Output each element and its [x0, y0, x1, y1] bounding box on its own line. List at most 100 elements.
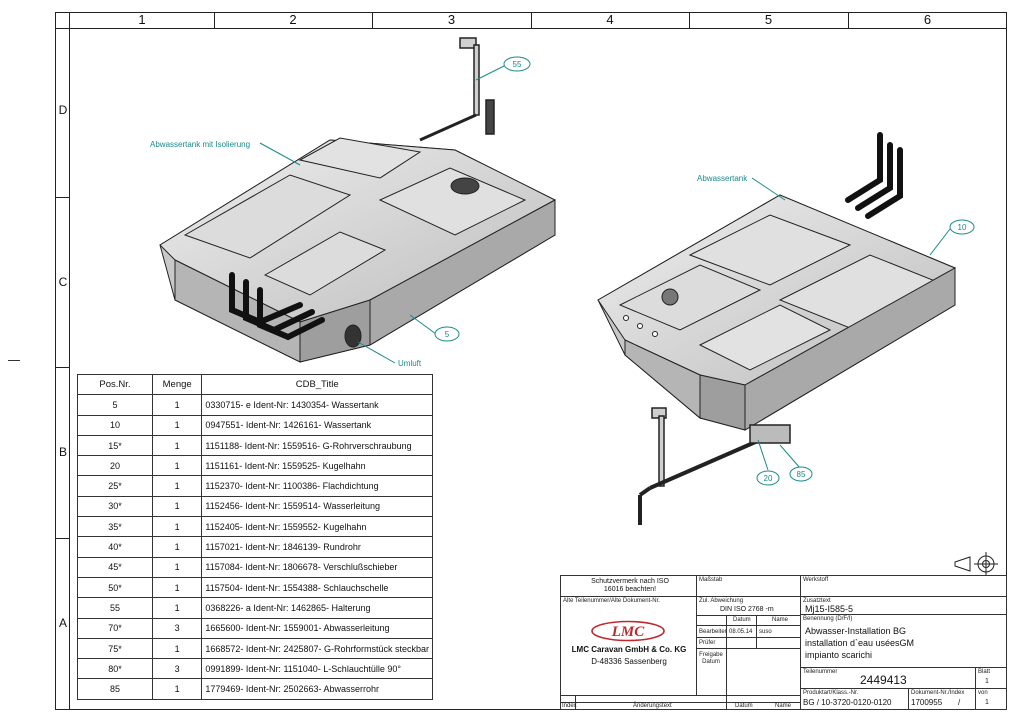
zone-col-4: 4 — [606, 12, 614, 27]
freigabe-label: Freigabe Datum — [699, 652, 723, 665]
pos-cell: 25* — [77, 475, 153, 497]
bubble-85: 85 — [797, 470, 806, 479]
qty-cell: 1 — [151, 455, 203, 477]
zone-divider — [214, 12, 215, 28]
zone-col-6: 6 — [923, 12, 932, 27]
title-cell: 1152456- Ident-Nr: 1559514- Wasserleitun… — [201, 495, 433, 518]
teilenummer-label: Teilenummer — [803, 669, 838, 675]
zone-row-B: B — [58, 445, 67, 459]
pos-cell: 50* — [77, 576, 153, 599]
zone-row-C: C — [58, 275, 68, 289]
company-logo: LMC — [591, 620, 665, 642]
pos-cell: 20 — [77, 455, 153, 477]
zusatztext-value: Mj15-I585-5 — [805, 604, 854, 614]
tb-line — [756, 615, 757, 648]
tb-line — [975, 667, 976, 710]
dokument-value: 1700955 — [911, 698, 943, 707]
qty-cell: 1 — [151, 597, 203, 619]
callout-10 — [949, 219, 975, 235]
benennung-label: Benennung (D/F/I) — [803, 616, 853, 622]
bearbeiter-label: Bearbeiter — [699, 629, 727, 635]
title-cell: 0947551- Ident-Nr: 1426161- Wassertank — [201, 414, 433, 436]
pos-cell: 45* — [77, 556, 153, 578]
pos-cell: 85 — [77, 678, 153, 700]
zusatztext-label: Zusatztext — [803, 598, 831, 604]
pos-cell: 55 — [77, 597, 153, 619]
pos-cell: 30* — [77, 495, 153, 518]
qty-cell: 1 — [151, 495, 203, 518]
callout-bubbles — [434, 56, 975, 486]
zone-col-5: 5 — [764, 12, 773, 27]
zone-divider — [55, 367, 69, 368]
title-cell: 1668572- Ident-Nr: 2425807- G-Rohrformst… — [201, 637, 433, 660]
bearbeiter-name: suso — [759, 629, 772, 635]
zone-col-3: 3 — [447, 12, 456, 27]
aenderungstext-label: Änderungstext — [633, 703, 672, 709]
callout-55 — [503, 56, 531, 72]
von-value: 1 — [985, 699, 989, 706]
left-outlet-label: Umluft — [398, 359, 422, 368]
tb-line — [696, 625, 800, 626]
tb-line — [560, 702, 800, 703]
alte-teilenummer-label: Alte Teilenummer/Alte Dokument-Nr. — [563, 598, 660, 604]
qty-cell: 1 — [151, 516, 203, 538]
right-drain — [638, 407, 791, 525]
tb-line — [560, 596, 800, 597]
zone-divider — [689, 12, 690, 28]
zul-abweichung-value: DIN ISO 2768 -m — [720, 606, 774, 613]
tb-line — [726, 615, 727, 695]
zone-divider — [55, 538, 69, 539]
tb-line — [800, 596, 1007, 597]
qty-cell: 3 — [151, 658, 203, 680]
title-line-2: installation d`eau uséesGM — [805, 638, 915, 648]
qty-cell: 1 — [151, 556, 203, 578]
bearbeiter-date: 08.05.14 — [729, 629, 753, 635]
projection-symbol-icon — [954, 552, 998, 576]
datum-label: Datum — [733, 617, 751, 623]
tb-line — [726, 695, 727, 710]
title-block — [560, 575, 1007, 710]
zone-divider — [531, 12, 532, 28]
protection-note: Schutzvermerk nach ISO 16016 beachten! — [591, 578, 669, 593]
title-cell: 0991899- Ident-Nr: 1151040- L-Schlauchtü… — [201, 658, 433, 680]
left-tank-label: Abwassertank mit Isolierung — [150, 140, 250, 149]
massstab-label: Maßstab — [699, 577, 723, 583]
title-cell: 0368226- a Ident-Nr: 1462865- Halterung — [201, 597, 433, 619]
bubble-10: 10 — [958, 223, 967, 232]
datum2-label: Datum — [735, 703, 753, 709]
title-cell: 1157021- Ident-Nr: 1846139- Rundrohr — [201, 536, 433, 558]
tb-line — [696, 648, 800, 649]
title-cell: 1151161- Ident-Nr: 1559525- Kugelhahn — [201, 455, 433, 477]
blatt-label: Blatt — [978, 669, 991, 675]
dokument-label: Dokument-Nr./Index — [911, 690, 965, 696]
blatt-value: 1 — [985, 678, 989, 685]
tb-line — [575, 695, 576, 710]
pos-cell: 75* — [77, 637, 153, 660]
pos-cell: 70* — [77, 617, 153, 639]
qty-cell: 1 — [151, 576, 203, 599]
qty-cell: 1 — [151, 678, 203, 700]
left-hoses — [229, 272, 325, 341]
qty-cell: 1 — [151, 414, 203, 436]
zone-divider — [372, 12, 373, 28]
title-cell: 1157504- Ident-Nr: 1554388- Schlauchsche… — [201, 576, 433, 599]
qty-cell: 1 — [151, 637, 203, 660]
qty-cell: 1 — [151, 475, 203, 497]
qty-cell: 1 — [151, 394, 203, 416]
zone-col-2: 2 — [289, 12, 297, 27]
tb-line — [800, 614, 1007, 615]
pos-cell: 10 — [77, 414, 153, 436]
teilenummer-value: 2449413 — [860, 673, 907, 687]
title-cell: 1152405- Ident-Nr: 1559552- Kugelhahn — [201, 516, 433, 538]
right-tank-label: Abwassertank — [697, 174, 748, 183]
zone-row-A: A — [58, 616, 67, 630]
